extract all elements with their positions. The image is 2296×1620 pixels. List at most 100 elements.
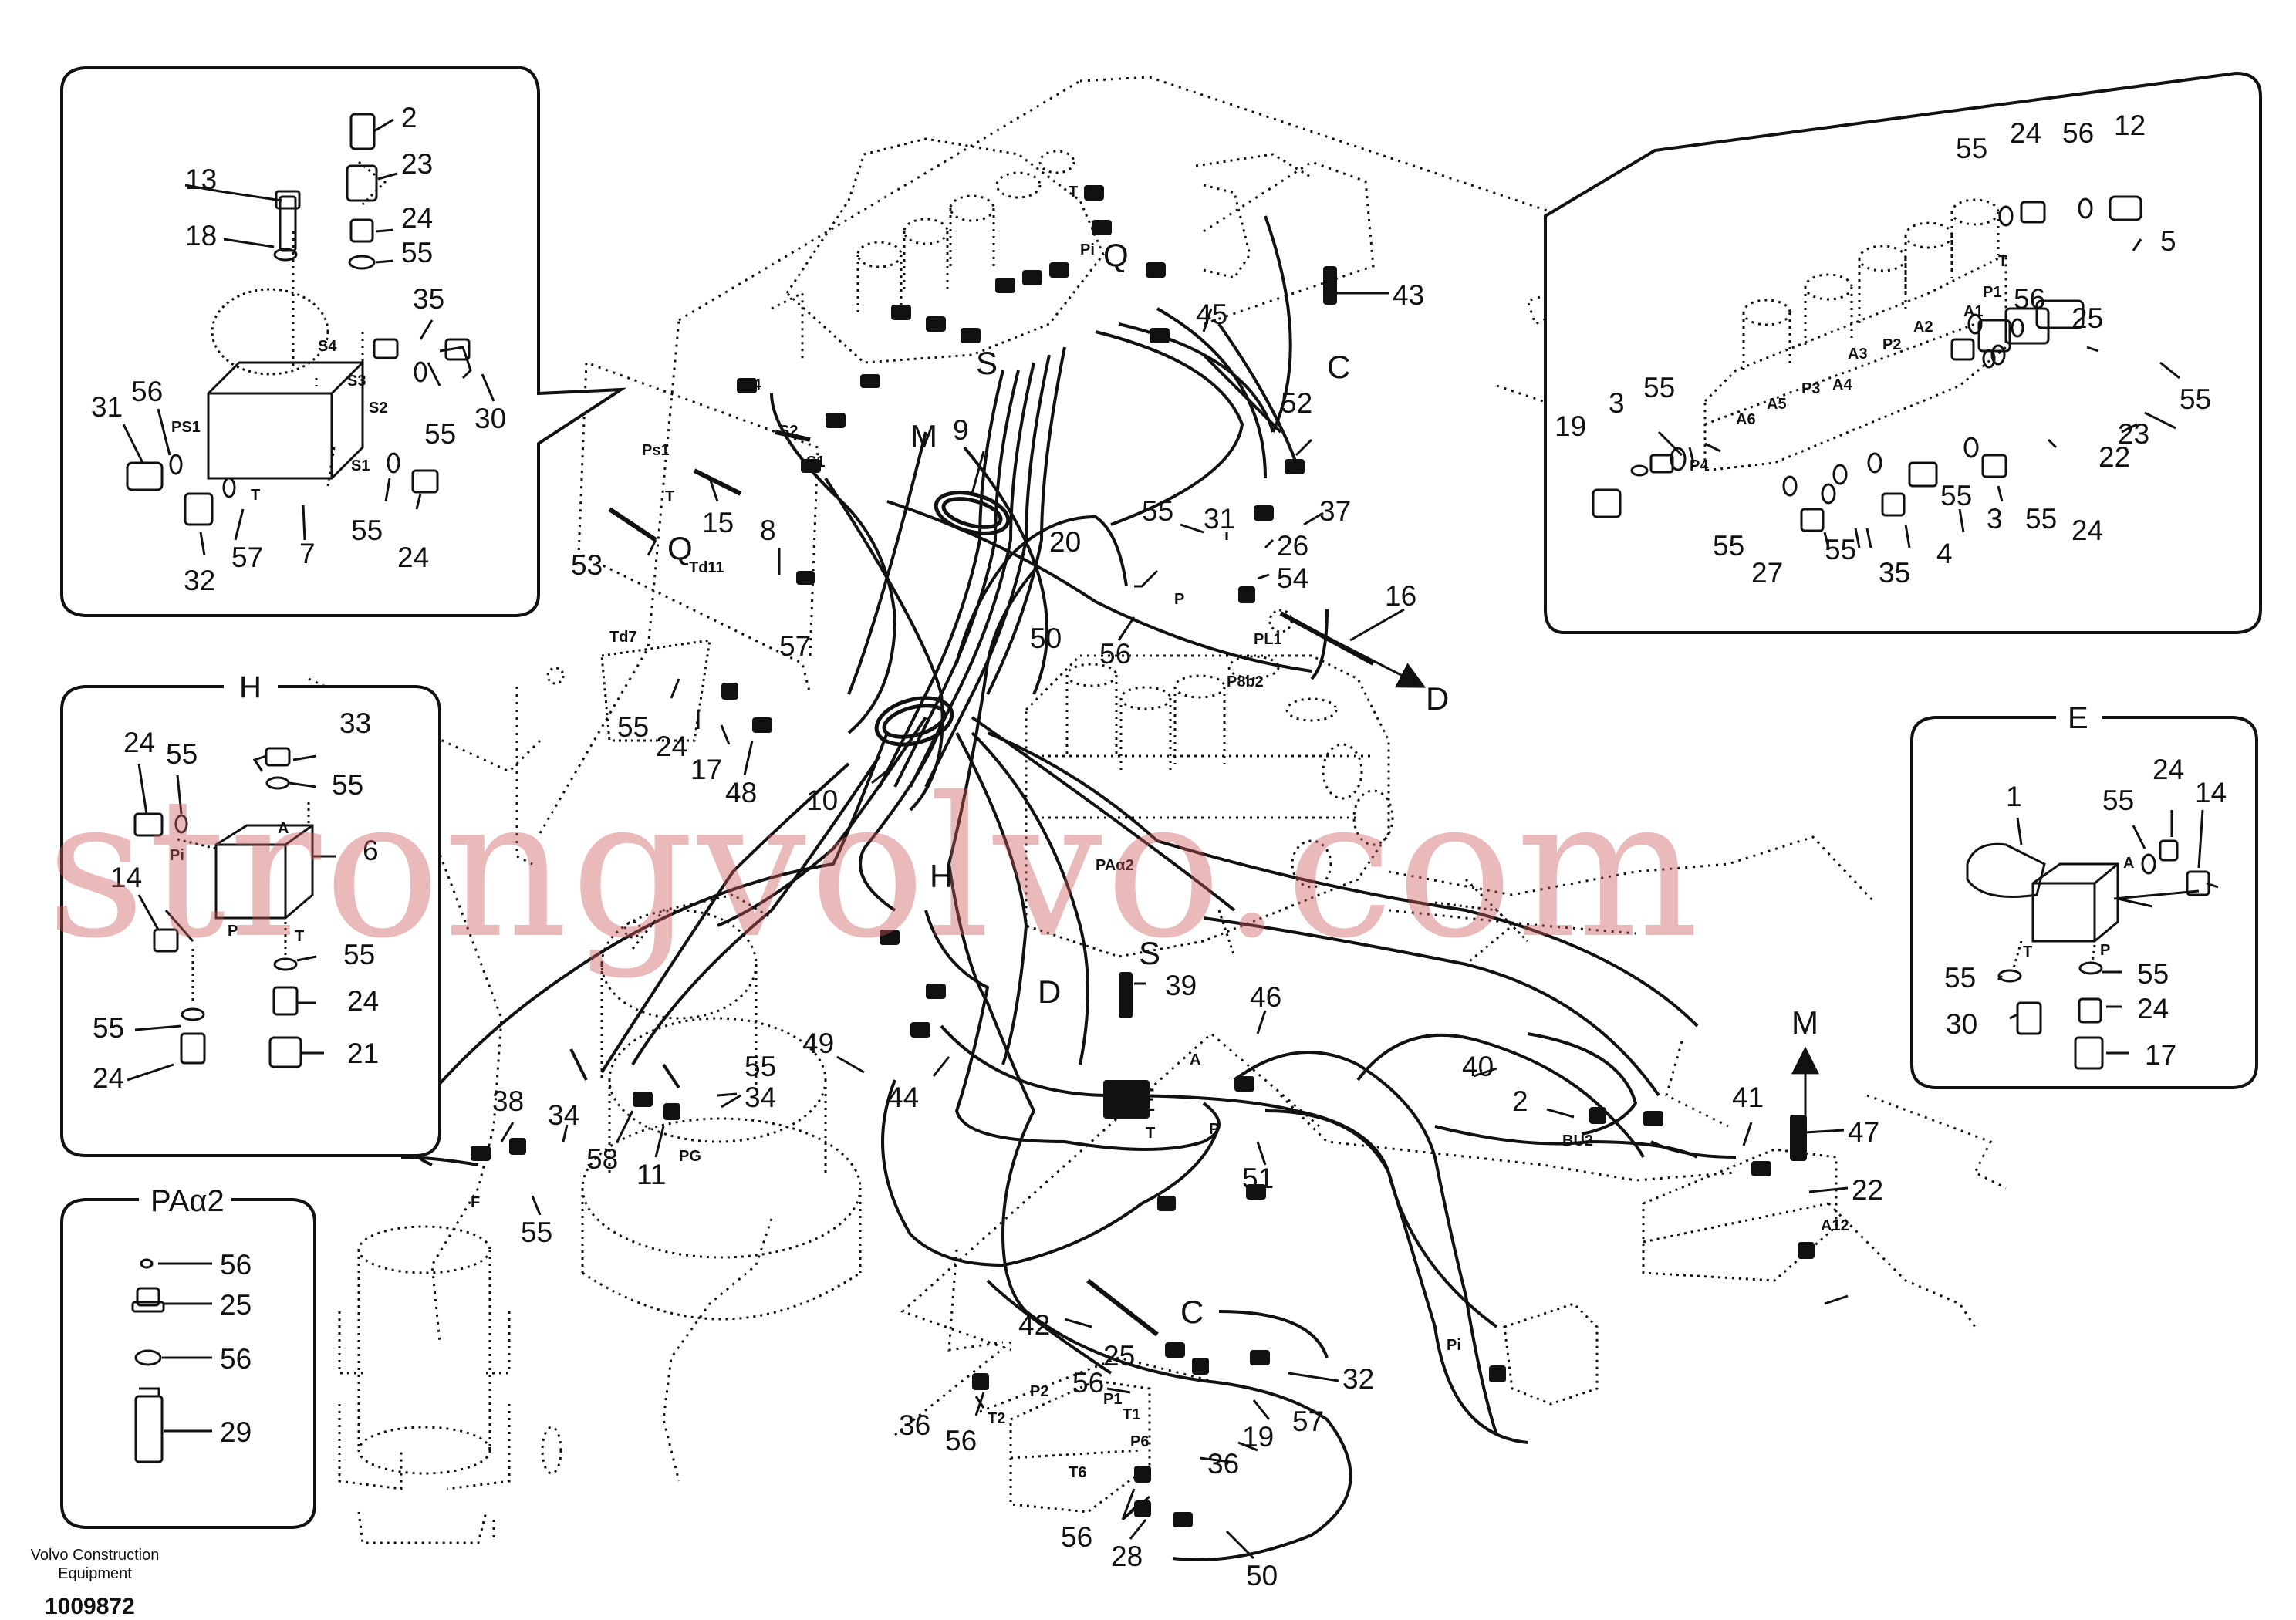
- callout: 57: [1292, 1406, 1324, 1437]
- callout: 40: [1462, 1051, 1494, 1082]
- letter-m-right: M: [1791, 1004, 1818, 1041]
- port-label: T: [2023, 943, 2032, 960]
- port-label: Pi: [1447, 1337, 1461, 1354]
- callout: 13: [185, 164, 217, 195]
- port-label: A12: [1821, 1217, 1849, 1234]
- inset-e-title: E: [2068, 701, 2088, 735]
- letter-d-right: D: [1426, 680, 1449, 717]
- port-label: Td7: [609, 629, 637, 646]
- callout: 5: [2160, 225, 2176, 257]
- port-label: P2: [1882, 336, 1901, 353]
- port-label: P4: [1690, 457, 1709, 474]
- port-label: T: [295, 928, 304, 945]
- port-label: A1: [1963, 303, 1984, 320]
- callout: 55: [2102, 785, 2134, 816]
- port-label: S1: [351, 457, 370, 474]
- callout: 24: [347, 985, 379, 1017]
- port-label: T: [1069, 184, 1078, 201]
- callout: 2: [401, 102, 417, 133]
- callout: 50: [1246, 1560, 1278, 1591]
- callout: 32: [184, 565, 215, 596]
- callout: 10: [806, 785, 838, 816]
- callout: 20: [1049, 526, 1081, 558]
- callout: 22: [2098, 441, 2130, 473]
- port-label: P: [228, 923, 238, 940]
- callout: 24: [656, 731, 687, 762]
- letter-s-mid: S: [1139, 935, 1160, 971]
- callout: 55: [1940, 480, 1972, 511]
- port-label: PG: [679, 1148, 701, 1165]
- callout: 11: [636, 1159, 666, 1190]
- port-label: S2: [369, 400, 387, 417]
- letter-s-top: S: [976, 345, 998, 381]
- callout: 51: [1242, 1163, 1274, 1194]
- callout: 52: [1281, 387, 1312, 419]
- port-label: A3: [1848, 346, 1868, 363]
- letter-q-left: Q: [667, 530, 693, 566]
- callout: 38: [492, 1085, 524, 1117]
- inset-top-left-frame: [60, 66, 627, 617]
- port-label: T: [1998, 253, 2007, 270]
- port-label: P6: [1130, 1433, 1149, 1450]
- callout: 54: [1277, 562, 1308, 594]
- callout: 56: [1061, 1521, 1092, 1553]
- callout: 55: [1643, 372, 1675, 403]
- callout: 56: [2014, 283, 2045, 315]
- port-label: P3: [1801, 380, 1820, 397]
- callout: 55: [332, 769, 363, 801]
- inset-paa2-title: PAα2: [150, 1184, 225, 1218]
- callout: 56: [945, 1425, 977, 1456]
- port-label: Ps1: [642, 442, 670, 459]
- letter-q-top: Q: [1103, 237, 1129, 273]
- callout: 31: [1204, 503, 1235, 535]
- callout: 6: [363, 835, 379, 866]
- port-label: T: [665, 488, 674, 505]
- callout: 55: [745, 1051, 776, 1082]
- callout: 24: [2071, 515, 2103, 546]
- callout: 55: [1825, 534, 1856, 565]
- inset-top-right-frame: [1544, 71, 2262, 634]
- callout: 22: [1852, 1174, 1883, 1206]
- port-label: A6: [1736, 411, 1756, 428]
- letter-h-mid: H: [930, 858, 953, 894]
- port-labels: S4 S3 S2 PS1 S1 T Pi A P T A T P A1 A2 A…: [170, 184, 2134, 1481]
- callout: 12: [2114, 110, 2146, 141]
- callout: 34: [548, 1099, 579, 1131]
- callout: 57: [231, 542, 263, 573]
- inset-e: [1910, 714, 2258, 1089]
- port-label: PAα2: [1096, 857, 1134, 874]
- callout: 31: [91, 391, 123, 423]
- callout: 47: [1848, 1116, 1879, 1148]
- callout: 53: [571, 549, 603, 581]
- callout: 25: [220, 1289, 252, 1321]
- port-label: BU2: [1562, 1132, 1593, 1149]
- callout: 55: [1142, 495, 1173, 527]
- callout: 19: [1242, 1421, 1274, 1453]
- port-label: A: [1190, 1051, 1200, 1068]
- port-label: T: [1146, 1125, 1155, 1142]
- callout: 30: [474, 403, 506, 434]
- port-label: A4: [1832, 376, 1852, 393]
- inset-titles: H E PAα2: [150, 670, 2088, 1218]
- port-label: Td11: [689, 559, 724, 576]
- port-label: P: [2100, 942, 2110, 959]
- callout: 3: [1609, 387, 1625, 419]
- callout: 3: [1987, 503, 2003, 535]
- port-label: A: [278, 820, 289, 837]
- port-label: S4: [742, 376, 761, 393]
- callout: 4: [1936, 538, 1953, 569]
- callout: 24: [93, 1062, 124, 1094]
- callout: 55: [351, 515, 383, 546]
- port-label: S4: [318, 338, 337, 355]
- port-label: T: [251, 487, 260, 504]
- callout: 55: [343, 939, 375, 970]
- callout: 21: [347, 1038, 379, 1069]
- callout: 7: [299, 538, 316, 569]
- callout: 34: [745, 1082, 776, 1113]
- callout: 24: [2010, 117, 2041, 149]
- callout: 17: [690, 754, 722, 785]
- port-label: P: [1209, 1121, 1219, 1138]
- leader-lines: [500, 292, 1849, 1560]
- callout: 1: [2006, 781, 2022, 812]
- callout: 29: [220, 1416, 252, 1448]
